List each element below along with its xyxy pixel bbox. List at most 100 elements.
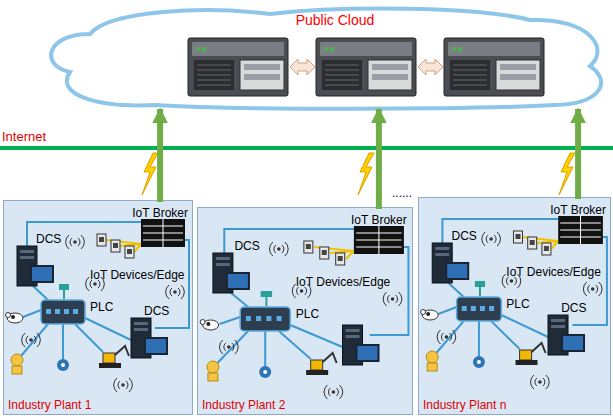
broker-icon: [354, 226, 404, 254]
network-wire: [551, 241, 558, 249]
broker-name: IoT Broker: [132, 206, 188, 220]
label-slot: IoT Devices/Edge: [296, 272, 391, 290]
label-slot: PLC: [506, 294, 529, 312]
dcs-monitor: [31, 266, 53, 282]
label-slot: ......: [392, 183, 412, 201]
iot-device: [304, 241, 313, 253]
cloud-title: Public Cloud: [35, 4, 605, 28]
label-slot: DCS: [561, 298, 586, 316]
component-label: PLC: [296, 307, 319, 321]
excavator-icon: [520, 350, 532, 360]
component-label: IoT Devices/Edge: [506, 265, 601, 279]
dcs-monitor: [145, 338, 167, 354]
wireless-symbol: [531, 375, 550, 389]
excavator-icon: [311, 360, 323, 370]
plant-name: Industry Plant 2: [202, 398, 285, 412]
network-wire: [224, 229, 354, 253]
network-wire: [370, 247, 409, 335]
iot-device: [542, 243, 551, 255]
iot-device: [513, 231, 522, 243]
double-arrow: [290, 59, 315, 75]
cloud-server: [188, 38, 288, 96]
plc-hub: [457, 297, 502, 321]
wireless-bolt: [358, 153, 374, 195]
broker-name: IoT Broker: [351, 213, 407, 227]
network-wire: [436, 321, 463, 353]
network-wire: [438, 307, 456, 314]
component-label: ......: [392, 186, 412, 200]
plant-illustration: [200, 226, 408, 399]
dcs-monitor: [357, 345, 379, 361]
component-label: PLC: [506, 297, 529, 311]
network-wire: [85, 318, 131, 340]
network-name: Internet: [2, 129, 46, 144]
plant-illustration: [6, 219, 190, 392]
plc-hub: [240, 307, 290, 331]
network-wire: [491, 321, 519, 349]
plant-name: Industry Plant 1: [8, 398, 91, 412]
iot-device: [528, 237, 537, 249]
iot-device: [336, 253, 345, 265]
excavator-icon: [103, 353, 115, 363]
iot-device: [97, 234, 106, 246]
robot-icon: [207, 361, 219, 373]
valve-icon: [261, 291, 272, 297]
label-slot: PLC: [296, 304, 319, 322]
sensor-icon: [57, 359, 69, 371]
dcs-monitor: [446, 263, 468, 279]
component-label: DCS: [36, 232, 61, 246]
label-slot: Internet: [2, 127, 46, 145]
dcs-monitor: [227, 273, 249, 289]
network-wire: [217, 331, 248, 363]
network-wire: [21, 324, 48, 356]
network-wire: [290, 325, 342, 347]
uplink-arrow: [376, 109, 382, 209]
valve-icon: [59, 284, 69, 290]
network-wire: [346, 251, 354, 259]
network-wire: [231, 293, 248, 307]
uplink-arrow: [157, 109, 163, 202]
network-wire: [279, 331, 311, 359]
wireless-bolt: [142, 153, 158, 195]
broker-icon: [558, 216, 603, 244]
network-wire: [134, 244, 141, 252]
robot-icon: [11, 354, 23, 366]
wireless-symbol: [324, 385, 343, 399]
label-slot: IoT Devices/Edge: [506, 262, 601, 280]
network-wire: [75, 324, 103, 352]
wireless-symbol: [583, 282, 602, 296]
wireless-bolt: [559, 153, 575, 195]
component-label: IoT Devices/Edge: [90, 268, 185, 282]
network-wire: [23, 310, 41, 317]
network-wire: [264, 331, 266, 366]
wireless-symbol: [437, 330, 456, 344]
label-slot: PLC: [90, 297, 113, 315]
cloud-server: [316, 38, 416, 96]
component-label: DCS: [561, 301, 586, 315]
internet-line: [0, 146, 613, 150]
plant-name: Industry Plant n: [423, 398, 506, 412]
wireless-symbol: [166, 285, 185, 299]
wireless-symbol: [219, 340, 238, 354]
iot-device: [320, 247, 329, 259]
component-label: PLC: [90, 300, 113, 314]
iot-broker: IoT Broker: [130, 203, 190, 221]
iot-broker: IoT Broker: [548, 200, 608, 218]
network-wire: [62, 324, 64, 359]
network-wire: [448, 283, 463, 297]
network-wire: [33, 286, 48, 300]
wireless-symbol: [383, 292, 402, 306]
label-slot: DCS: [452, 226, 477, 244]
network-wire: [478, 321, 480, 356]
component-label: DCS: [452, 229, 477, 243]
broker-name: IoT Broker: [550, 203, 606, 217]
cloud-region: Public Cloud: [35, 4, 605, 108]
wireless-symbol: [22, 333, 41, 347]
double-arrow: [418, 59, 443, 75]
robot-icon: [426, 351, 438, 363]
component-label: DCS: [234, 239, 259, 253]
network-wire: [220, 317, 240, 324]
iot-broker: IoT Broker: [349, 210, 409, 228]
label-slot: DCS: [36, 229, 61, 247]
